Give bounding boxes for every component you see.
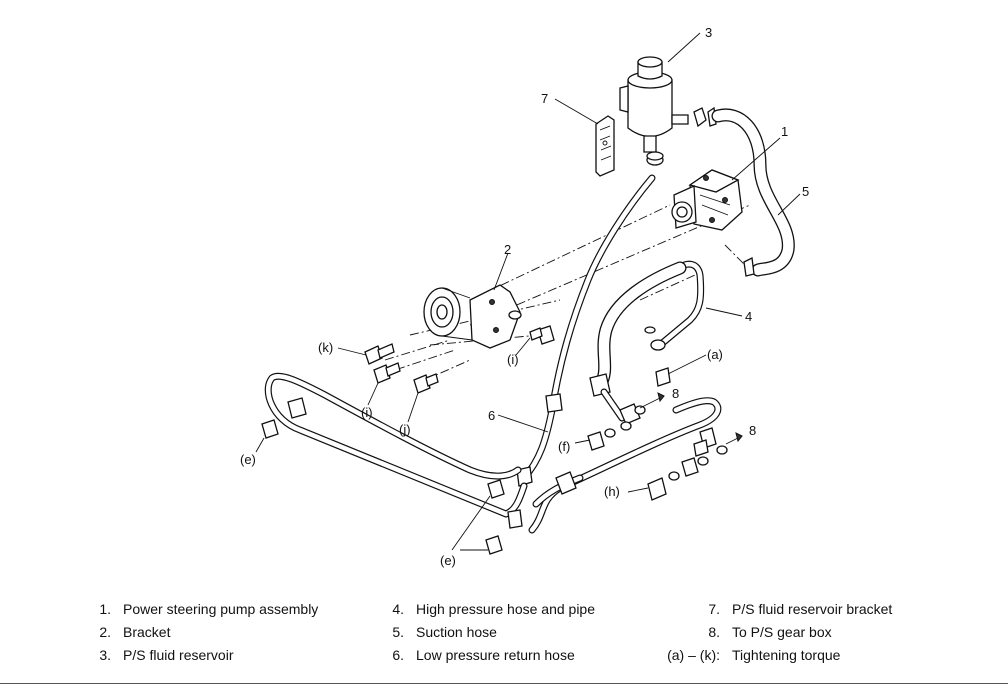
callout-6: 6 (488, 408, 495, 423)
legend-text: Suction hose (416, 624, 497, 640)
legend-number: 7. (708, 601, 720, 617)
callout-4: 4 (745, 309, 752, 324)
callout-e-bottom: (e) (440, 553, 456, 568)
callout-i-right: (i) (507, 352, 519, 367)
high-pressure-hose (589, 260, 705, 422)
legend-number: 3. (99, 647, 111, 663)
return-pipe (264, 372, 528, 529)
legend-text: P/S fluid reservoir bracket (732, 601, 893, 617)
callout-h: (h) (604, 484, 620, 499)
legend: 1. Power steering pump assembly 2. Brack… (0, 596, 1008, 676)
legend-item: 3. P/S fluid reservoir (99, 647, 234, 663)
legend-item: (a) – (k): Tightening torque (667, 647, 841, 663)
callout-j: (j) (399, 422, 411, 437)
legend-text: Tightening torque (732, 647, 841, 663)
pump-bracket (423, 284, 522, 349)
callout-8-lower: 8 (749, 423, 756, 438)
callout-2: 2 (504, 242, 511, 257)
bottom-divider (0, 683, 1008, 684)
legend-text: High pressure hose and pipe (416, 601, 596, 617)
callout-e-left: (e) (240, 452, 256, 467)
callout-a: (a) (707, 347, 723, 362)
legend-number: 6. (392, 647, 404, 663)
legend-item: 1. Power steering pump assembly (99, 601, 319, 617)
callout-f: (f) (558, 439, 570, 454)
callout-7: 7 (541, 91, 548, 106)
legend-number: 8. (708, 624, 720, 640)
legend-item: 6. Low pressure return hose (392, 647, 575, 663)
return-hose (516, 174, 656, 487)
callout-1: 1 (781, 124, 788, 139)
legend-text: Bracket (123, 624, 171, 640)
legend-number: 5. (392, 624, 404, 640)
legend-text: P/S fluid reservoir (123, 647, 234, 663)
legend-item: 8. To P/S gear box (708, 624, 832, 640)
callout-3: 3 (705, 25, 712, 40)
legend-number: 1. (99, 601, 111, 617)
legend-text: To P/S gear box (732, 624, 832, 640)
callout-k: (k) (318, 340, 333, 355)
power-steering-diagram: 3 7 1 5 2 4 (a) (k) (i) 8 (i) 6 (j) 8 (f… (240, 25, 809, 568)
callout-i-left: (i) (361, 405, 373, 420)
callout-8-upper: 8 (672, 386, 679, 401)
fluid-reservoir (619, 56, 689, 166)
legend-number: 4. (392, 601, 404, 617)
legend-number: (a) – (k): (667, 647, 720, 663)
legend-item: 7. P/S fluid reservoir bracket (708, 601, 893, 617)
legend-item: 5. Suction hose (392, 624, 497, 640)
legend-item: 2. Bracket (99, 624, 171, 640)
legend-text: Low pressure return hose (416, 647, 575, 663)
legend-number: 2. (99, 624, 111, 640)
legend-item: 4. High pressure hose and pipe (392, 601, 596, 617)
power-steering-pump (671, 169, 743, 231)
legend-text: Power steering pump assembly (123, 601, 319, 617)
callout-5: 5 (802, 184, 809, 199)
leader-lines (255, 32, 801, 551)
suction-hose (711, 108, 795, 277)
fasteners (261, 325, 728, 555)
callout-labels: 3 7 1 5 2 4 (a) (k) (i) 8 (i) 6 (j) 8 (f… (240, 25, 809, 568)
reservoir-bracket (595, 115, 615, 177)
